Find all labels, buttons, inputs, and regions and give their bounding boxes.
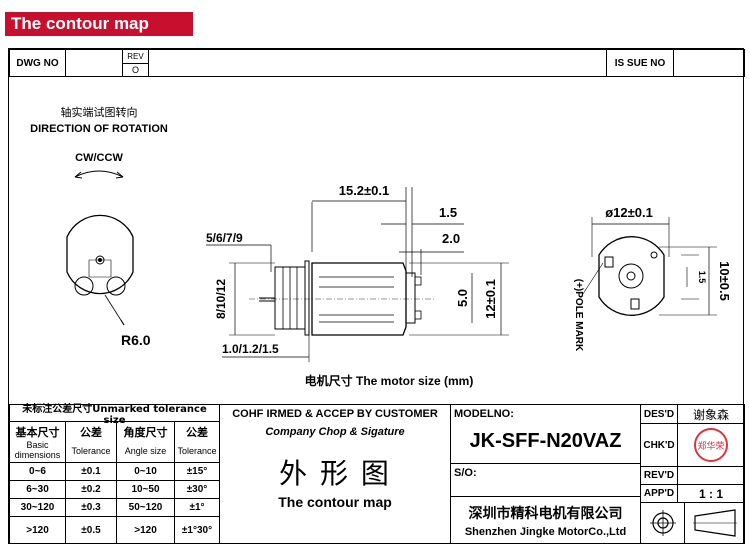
tolerance-title: 未标注公差尺寸Unmarked tolerance size [9, 404, 220, 426]
tol-cell: 50~120 [116, 498, 175, 517]
dim-81012: 8/10/12 [214, 279, 228, 319]
revd-value [677, 466, 745, 485]
desd-value: 谢象森 [677, 404, 745, 424]
rev-value: O [122, 63, 149, 77]
dwg-no-value [65, 49, 123, 77]
company-cell: 深圳市精科电机有限公司 Shenzhen Jingke MotorCo.,Ltd [450, 496, 641, 544]
tol-header-0: 基本尺寸 Basic dimensions [9, 421, 66, 463]
projection-circle-icon [649, 510, 676, 536]
tol-cell: ±1°30° [174, 516, 220, 544]
end-view-left [66, 214, 134, 326]
dim-1-5: 1.5 [439, 205, 457, 220]
section-header: The contour map [5, 12, 193, 36]
model-value: JK-SFF-N20VAZ [469, 430, 622, 452]
dim-12-01: 12±0.1 [483, 279, 498, 319]
dim-2-0: 2.0 [442, 231, 460, 246]
cw-ccw-label: CW/CCW [75, 152, 123, 164]
r6-label: R6.0 [121, 332, 151, 348]
projection-cone-icon [692, 509, 737, 537]
desd-label: DES'D [640, 404, 678, 424]
checker-stamp: 郑华荣 [694, 428, 728, 462]
dim-5679: 5/6/7/9 [206, 231, 243, 245]
tol-header-3: 公差 Tolerance [174, 421, 220, 463]
model-cell: MODELNO: JK-SFF-N20VAZ [450, 404, 641, 464]
so-label: S/O: [454, 467, 477, 479]
dim-15-2: 15.2±0.1 [339, 183, 390, 198]
tol-header-2: 角度尺寸 Angle size [116, 421, 175, 463]
tol-cell: 30~120 [9, 498, 66, 517]
motor-size-caption: 电机尺寸 The motor size (mm) [305, 373, 474, 388]
dim-shaft: 1.0/1.2/1.5 [222, 342, 279, 356]
company-cn: 深圳市精科电机有限公司 [468, 506, 623, 522]
drawing-sheet: DWG NO REV O IS SUE NO 轴实端试图转向 DIRECTION… [8, 48, 745, 544]
projection-cone-cell [684, 502, 745, 544]
dim-dia12: ø12±0.1 [605, 205, 653, 220]
revd-label: REV'D [640, 466, 678, 485]
tol-cell: 0~10 [116, 462, 175, 481]
motor-side-view [249, 260, 434, 336]
confirm-subtitle: Company Chop & Sigature [265, 426, 405, 438]
cn-title: 外 形 图 [279, 457, 391, 490]
dim-5-0: 5.0 [455, 289, 470, 307]
rotation-cn: 轴实端试图转向 [61, 105, 138, 119]
tol-cell: ±1° [174, 498, 220, 517]
motor-drawing: 轴实端试图转向 DIRECTION OF ROTATION CW/CCW R6.… [30, 105, 732, 388]
projection-symbol-cell [640, 502, 685, 544]
end-view-right [598, 236, 665, 316]
tol-cell: 6~30 [9, 480, 66, 499]
rotation-arrow [74, 170, 124, 178]
tol-cell: >120 [116, 516, 175, 544]
scale-value: 1 : 1 [677, 484, 745, 503]
rotation-en: DIRECTION OF ROTATION [30, 123, 168, 135]
issue-no-value [673, 49, 745, 77]
dim-10-05: 10±0.5 [717, 261, 732, 301]
tol-cell: ±0.3 [65, 498, 117, 517]
issue-no-label: IS SUE NO [606, 49, 674, 77]
appd-label: APP'D [640, 484, 678, 503]
confirm-title: COHF IRMED & ACCEP BY CUSTOMER [232, 408, 438, 420]
chkd-label: CHK'D [640, 423, 678, 467]
tol-header-1: 公差 Tolerance [65, 421, 117, 463]
tol-cell: >120 [9, 516, 66, 544]
model-label: MODELNO: [454, 408, 514, 420]
tol-cell: 0~6 [9, 462, 66, 481]
so-cell: S/O: [450, 463, 641, 497]
tol-cell: ±0.1 [65, 462, 117, 481]
confirm-block: COHF IRMED & ACCEP BY CUSTOMER Company C… [219, 404, 451, 544]
chkd-stamp-cell: 郑华荣 [677, 423, 745, 467]
dim-small-1-5: 1.5 [697, 271, 707, 284]
tol-cell: ±15° [174, 462, 220, 481]
title-blank [148, 49, 607, 77]
company-en: Shenzhen Jingke MotorCo.,Ltd [464, 526, 627, 538]
tol-cell: ±30° [174, 480, 220, 499]
tol-cell: ±0.5 [65, 516, 117, 544]
pole-mark: (+)POLE MARK [573, 279, 584, 352]
dwg-no-label: DWG NO [9, 49, 66, 77]
tol-cell: ±0.2 [65, 480, 117, 499]
rev-label: REV [122, 49, 149, 64]
en-title: The contour map [278, 494, 392, 510]
tol-cell: 10~50 [116, 480, 175, 499]
